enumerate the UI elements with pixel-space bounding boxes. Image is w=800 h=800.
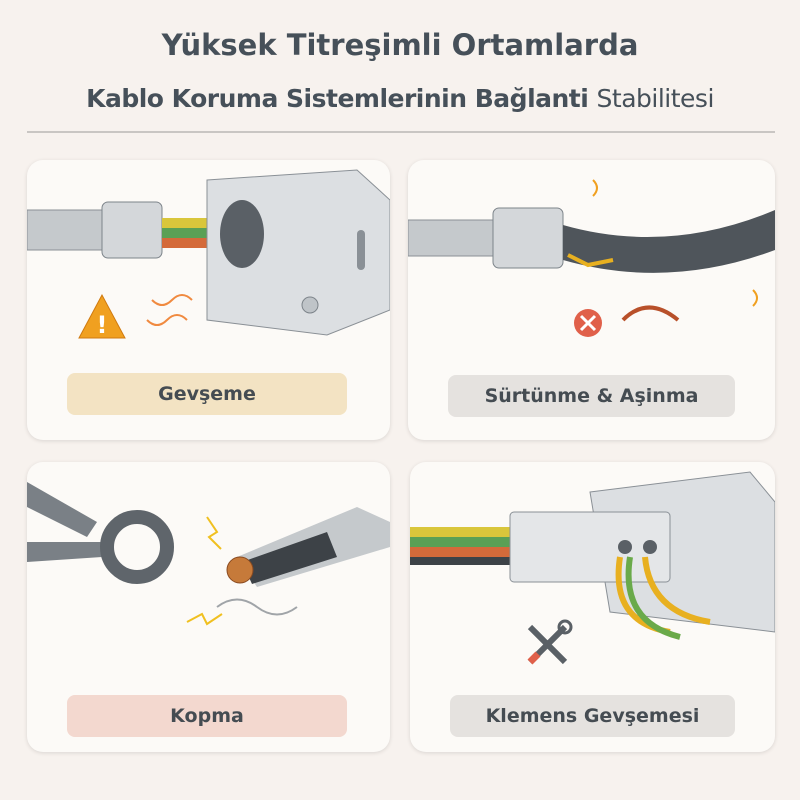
abrasion-illustration (408, 179, 775, 337)
error-x-icon (574, 309, 602, 337)
tools-icon (527, 619, 573, 665)
svg-text:!: ! (97, 311, 108, 339)
title-line-1: Yüksek Titreşimli Ortamlarda (161, 28, 639, 62)
pliers-icon (27, 482, 174, 584)
warning-icon: ! (78, 293, 126, 339)
panel-terminal-loosening: Klemens Gevşemesi (410, 462, 775, 752)
label-loosening: Gevşeme (67, 373, 347, 415)
title-main: Kablo Koruma Sistemlerinin Bağlanti (86, 84, 589, 113)
breakage-illustration (27, 482, 390, 626)
title-line-2: Kablo Koruma Sistemlerinin Bağlanti Stab… (0, 84, 800, 113)
panel-loosening: ! Gevşeme (27, 160, 390, 440)
label-breakage: Kopma (67, 695, 347, 737)
panel-breakage: Kopma (27, 462, 390, 752)
label-abrasion: Sürtünme & Aşinma (448, 375, 735, 417)
title-light: Stabilitesi (596, 84, 715, 113)
panel-abrasion: Sürtünme & Aşinma (408, 160, 775, 440)
label-terminal-loosening: Klemens Gevşemesi (450, 695, 735, 737)
divider (27, 131, 775, 133)
terminal-illustration (410, 471, 775, 665)
loosening-illustration: ! (27, 169, 390, 339)
